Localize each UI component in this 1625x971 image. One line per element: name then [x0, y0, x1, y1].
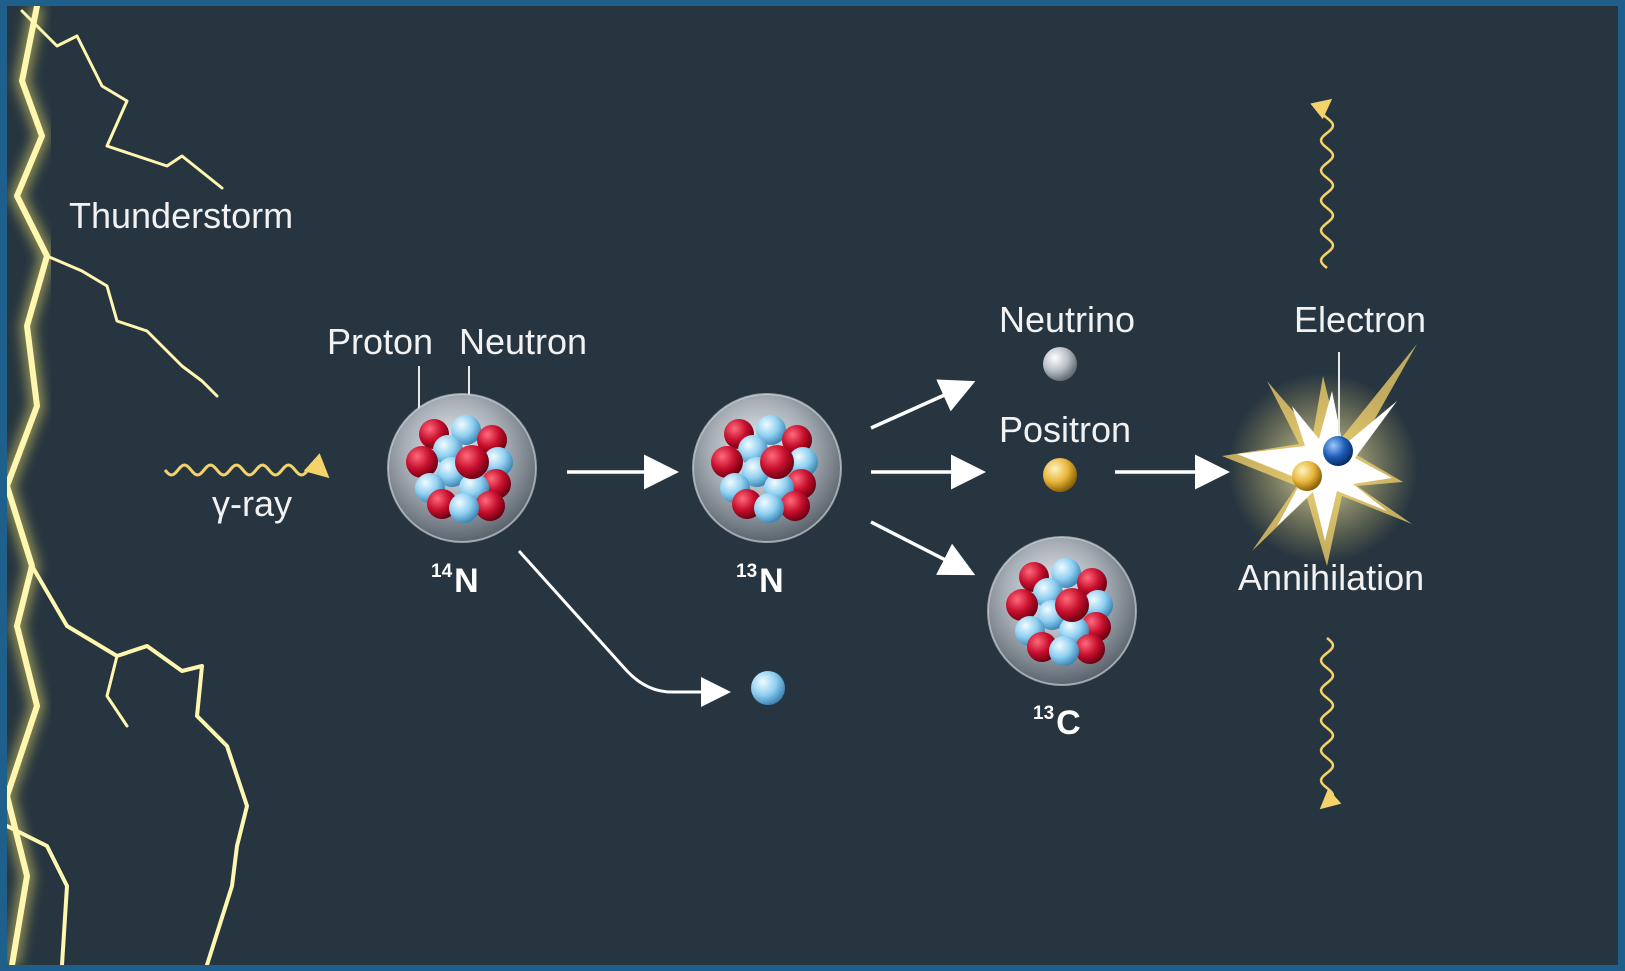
electron-particle-icon	[1323, 436, 1353, 466]
thunderstorm-label: Thunderstorm	[69, 195, 294, 236]
nucleus-13c-icon	[987, 536, 1137, 686]
wavy-arrow-icon	[163, 453, 330, 479]
positron-particle-icon	[1043, 458, 1077, 492]
arrow-to-neutrino	[870, 379, 976, 430]
nucleus-14n-icon	[387, 393, 537, 543]
electron-label: Electron	[1294, 299, 1427, 340]
burst-icon	[1222, 344, 1418, 566]
proton-label: Proton	[327, 321, 434, 362]
lightning-bolt-icon	[7, 6, 249, 965]
isotope-symbol: N	[759, 562, 784, 600]
neutrino-label: Neutrino	[999, 299, 1136, 340]
isotope-symbol: N	[454, 562, 479, 600]
isotope-mass: 13	[1033, 703, 1055, 724]
emitted-neutron-particle-icon	[751, 671, 785, 705]
isotope-mass: 13	[736, 561, 758, 582]
isotope-label-13c: 13C	[1033, 704, 1081, 740]
neutrino-particle-icon	[1043, 347, 1077, 381]
photon-up-icon	[1310, 98, 1335, 269]
positron-annihilation-particle-icon	[1292, 461, 1322, 491]
isotope-label-13n: 13N	[736, 562, 784, 598]
gamma-ray-label: γ-ray	[212, 483, 292, 524]
isotope-symbol: C	[1056, 704, 1081, 742]
isotope-mass: 14	[431, 561, 453, 582]
photon-down-icon	[1319, 637, 1342, 810]
arrow-to-13c	[870, 520, 976, 576]
arrow-to-neutron	[517, 549, 731, 707]
neutron-label: Neutron	[459, 321, 588, 362]
positron-label: Positron	[999, 409, 1132, 450]
isotope-label-14n: 14N	[431, 562, 479, 598]
diagram-canvas	[7, 6, 1418, 965]
diagram-frame: Thunderstorm γ-ray Proton Neutron Neutri…	[7, 6, 1618, 965]
nucleus-13n-icon	[692, 393, 842, 543]
annihilation-label: Annihilation	[1238, 557, 1425, 598]
